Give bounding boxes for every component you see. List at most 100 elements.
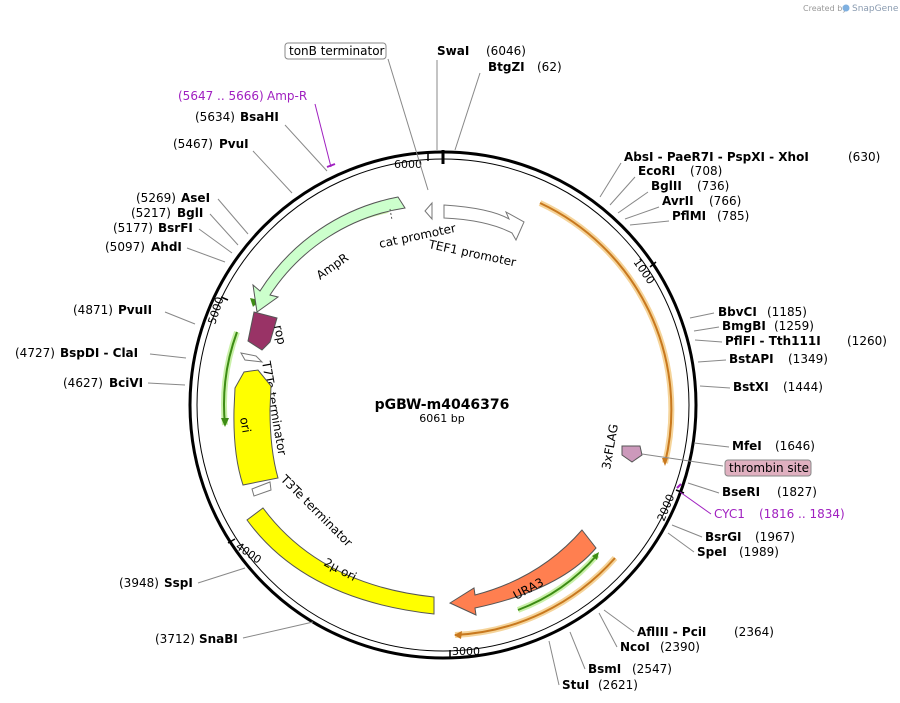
snapgene-logo-icon bbox=[842, 4, 850, 12]
tef1-promoter-label: TEF1 promoter bbox=[426, 237, 517, 269]
site-avrii-name: AvrII bbox=[662, 194, 694, 208]
site-btgzi-name: BtgZI bbox=[488, 60, 525, 74]
tick-label-3000: 3000 bbox=[452, 645, 480, 658]
two-mu-ori-arrow bbox=[246, 507, 435, 615]
site-bsrgi-pos: (1967) bbox=[755, 530, 795, 544]
primer-cyc1-name: CYC1 bbox=[714, 507, 745, 521]
site-absi-leader bbox=[599, 162, 622, 198]
site-pflmi-name: PflMI bbox=[672, 209, 706, 223]
site-mfei-name: MfeI bbox=[732, 439, 762, 453]
tick-label-5000: 5000 bbox=[205, 295, 226, 326]
site-bsrfi-name: BsrFI bbox=[158, 221, 193, 235]
t3te-terminator-arrow bbox=[251, 481, 272, 497]
site-pvuii-pos: (4871) bbox=[73, 303, 113, 317]
site-bspdi-name: BspDI - ClaI bbox=[60, 346, 138, 360]
ampr-label: AmpR bbox=[314, 250, 351, 282]
thrombin-site-label: thrombin site bbox=[729, 461, 809, 475]
credit-prefix: Created by bbox=[803, 4, 847, 13]
thrombin-site-box bbox=[724, 459, 812, 477]
site-pvui-pos: (5467) bbox=[173, 137, 213, 151]
rop-label: rop bbox=[271, 324, 289, 346]
site-avrii-pos: (766) bbox=[709, 194, 741, 208]
orf-arc-ura3-green bbox=[517, 554, 598, 611]
site-beri-name: BseRI bbox=[722, 485, 760, 499]
site-bspdi-leader bbox=[149, 353, 187, 359]
site-pflfi-pos: (1260) bbox=[847, 334, 887, 348]
site-bgli-pos: (5217) bbox=[131, 206, 171, 220]
primer-ampr-name: Amp-R bbox=[267, 89, 307, 103]
site-absi-pos: (630) bbox=[848, 150, 880, 164]
site-sspi-pos: (3948) bbox=[119, 576, 159, 590]
tick-label-6000: 6000 bbox=[394, 158, 422, 171]
orf-arc-ura3-green-arrowhead bbox=[592, 552, 599, 560]
site-bspdi-pos: (4727) bbox=[15, 346, 55, 360]
tef1-promoter-arrow bbox=[443, 204, 525, 242]
site-bstapi-name: BstAPI bbox=[729, 352, 774, 366]
site-bgli-name: BglI bbox=[177, 206, 203, 220]
site-bcivi-leader bbox=[147, 382, 186, 386]
site-bmgbi-name: BmgBI bbox=[722, 319, 766, 333]
tick-4000 bbox=[227, 538, 236, 544]
site-ecori-leader bbox=[609, 176, 636, 206]
orf-arc-flag-arrowhead bbox=[662, 458, 668, 466]
orf-arc-rop-arrowhead bbox=[221, 418, 229, 427]
orf-arc-ampr bbox=[253, 209, 389, 306]
site-ahdi-leader bbox=[186, 247, 226, 263]
credit-brand: SnapGene bbox=[852, 4, 899, 14]
site-spei-pos: (1989) bbox=[739, 545, 779, 559]
site-bmgbi-pos: (1259) bbox=[774, 319, 814, 333]
tick-1000 bbox=[649, 261, 657, 268]
thrombin-leader bbox=[641, 453, 724, 467]
site-afliii-name: AflIII - PciI bbox=[637, 625, 706, 639]
site-ecori-pos: (708) bbox=[690, 164, 722, 178]
primer-ampr-leader bbox=[314, 103, 332, 168]
ura3-arrow bbox=[448, 529, 597, 616]
site-bbvci-pos: (1185) bbox=[767, 305, 807, 319]
site-pflmi-leader bbox=[629, 220, 670, 226]
site-spei-name: SpeI bbox=[697, 545, 727, 559]
site-asei-name: AseI bbox=[181, 191, 210, 205]
site-asei-pos: (5269) bbox=[136, 191, 176, 205]
ampr-promoter-dots bbox=[389, 208, 393, 221]
site-bsahi-pos: (5634) bbox=[195, 110, 235, 124]
orf-arc-ura3 bbox=[454, 557, 616, 636]
site-bglii-pos: (736) bbox=[697, 179, 729, 193]
site-ncoi-name: NcoI bbox=[620, 640, 650, 654]
site-snabi-name: SnaBI bbox=[199, 632, 238, 646]
plasmid-name: pGBW-m4046376 bbox=[375, 397, 510, 413]
orf-arc-ura3-arrowhead bbox=[454, 631, 462, 639]
site-bstapi-leader bbox=[697, 359, 727, 363]
site-swai-name: SwaI bbox=[437, 44, 469, 58]
site-bstapi-pos: (1349) bbox=[788, 352, 828, 366]
tonb-terminator-box bbox=[284, 42, 387, 60]
orf-arc-flag bbox=[539, 202, 673, 464]
site-bsrfi-leader bbox=[198, 228, 233, 254]
site-beri-pos: (1827) bbox=[777, 485, 817, 499]
site-sspi-leader bbox=[197, 567, 246, 584]
cyc1-primer-mark bbox=[676, 483, 682, 489]
site-bsahi-name: BsaHI bbox=[240, 110, 279, 124]
site-ahdi-name: AhdI bbox=[151, 240, 182, 254]
site-afliii-pos: (2364) bbox=[734, 625, 774, 639]
site-pflfi-leader bbox=[694, 339, 723, 343]
site-snabi-leader bbox=[242, 621, 314, 639]
site-pvuii-leader bbox=[164, 311, 196, 325]
site-stui-name: StuI bbox=[562, 678, 589, 692]
site-bstxi-name: BstXI bbox=[733, 380, 769, 394]
site-bsmi-leader bbox=[569, 631, 586, 670]
tick-label-4000: 4000 bbox=[233, 540, 263, 567]
plasmid-length: 6061 bp bbox=[419, 412, 464, 425]
orf-arc-ampr-glow bbox=[251, 207, 389, 307]
site-bsahi-leader bbox=[284, 124, 328, 172]
tonb-leader bbox=[387, 58, 429, 191]
primer-ampr-pos: (5647 .. 5666) bbox=[178, 89, 264, 103]
site-bcivi-name: BciVI bbox=[109, 376, 143, 390]
site-bseri-leader bbox=[687, 482, 720, 494]
tick-2000 bbox=[675, 489, 685, 494]
primer-cyc1-pos: (1816 .. 1834) bbox=[759, 507, 845, 521]
primer-ampr-mark bbox=[326, 163, 336, 168]
site-stui-pos: (2621) bbox=[598, 678, 638, 692]
site-ecori-name: EcoRI bbox=[638, 164, 675, 178]
primer-cyc1-leader bbox=[679, 491, 712, 515]
ampr-arrow bbox=[252, 196, 406, 313]
